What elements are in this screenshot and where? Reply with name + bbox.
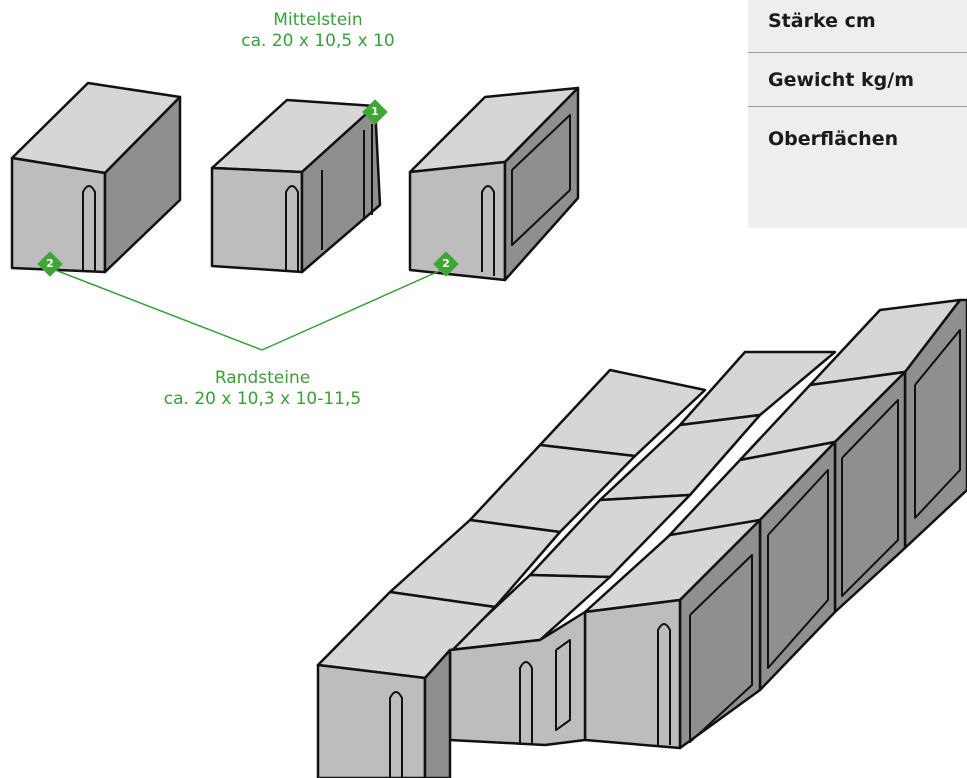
randsteine-connector-lines	[49, 267, 447, 351]
randstein-left-stone	[10, 81, 182, 274]
badge-randstein-left	[37, 251, 63, 277]
mittelstein-name: Mittelstein	[273, 10, 363, 30]
spec-panel: Stärke cm Gewicht kg/m Oberflächen	[748, 0, 967, 228]
spec-row-gewicht: Gewicht kg/m	[748, 53, 967, 107]
randstein-right-stone	[408, 86, 580, 282]
randsteine-name: Randsteine	[214, 368, 311, 388]
badge-randstein-left-number: 2	[46, 257, 54, 270]
mittelstein-label: Mittelstein ca. 20 x 10,5 x 10	[218, 10, 418, 52]
assembled-paving-row	[316, 298, 967, 778]
badge-mittelstein	[362, 99, 388, 125]
mittelstein-stone	[210, 98, 382, 274]
mittelstein-dimensions: ca. 20 x 10,5 x 10	[241, 31, 395, 51]
badge-mittelstein-number: 1	[371, 105, 379, 118]
spec-row-staerke: Stärke cm	[748, 0, 967, 53]
badge-randstein-right-number: 2	[442, 257, 450, 270]
spec-row-oberflaechen: Oberflächen	[748, 107, 967, 228]
randsteine-label: Randsteine ca. 20 x 10,3 x 10-11,5	[130, 368, 395, 410]
spec-label-staerke: Stärke cm	[768, 10, 876, 32]
spec-label-gewicht: Gewicht kg/m	[768, 69, 915, 91]
badge-randstein-right	[433, 251, 459, 277]
spec-label-oberflaechen: Oberflächen	[768, 128, 899, 150]
randsteine-dimensions: ca. 20 x 10,3 x 10-11,5	[163, 389, 362, 409]
